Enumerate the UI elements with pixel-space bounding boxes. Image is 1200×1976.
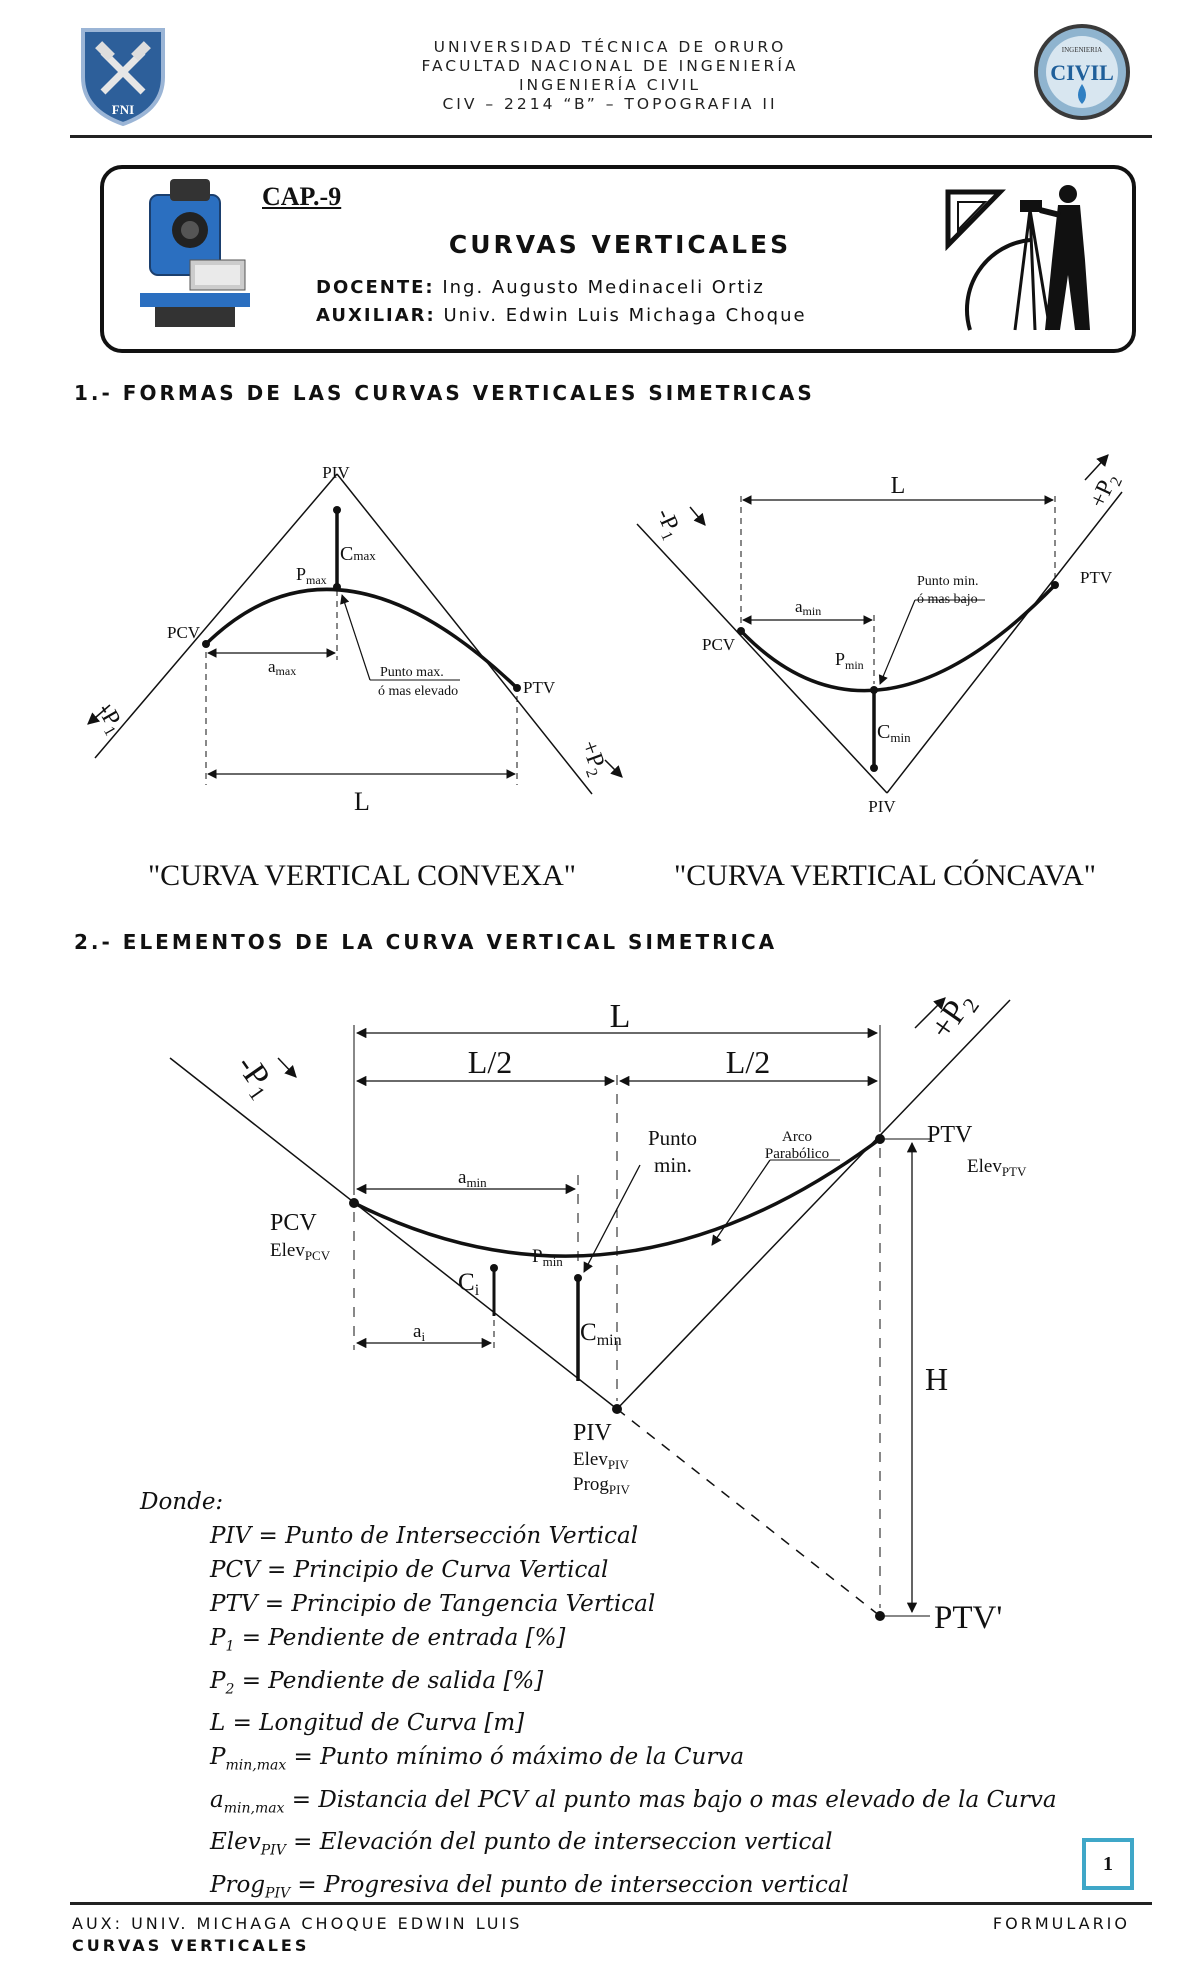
header-line: UNIVERSIDAD TÉCNICA DE ORURO — [433, 38, 787, 56]
label-punto-max: Punto max. — [380, 665, 444, 680]
definition-item: ProgPIV = Progresiva del punto de inters… — [210, 1871, 849, 1902]
label-p2: +P2 — [923, 985, 984, 1048]
footer-rule — [70, 1902, 1152, 1905]
definitions-list: Donde: PIV = Punto de Intersección Verti… — [140, 1485, 1057, 1911]
svg-text:FNI: FNI — [112, 102, 134, 117]
auxiliar-name: Univ. Edwin Luis Michaga Choque — [443, 305, 807, 326]
label-elev-ptv: ElevPTV — [967, 1156, 1027, 1179]
definition-item: PCV = Principio de Curva Vertical — [210, 1557, 609, 1583]
civil-logo: INGENIERIA CIVIL — [1028, 22, 1136, 122]
docente-line: DOCENTE: Ing. Augusto Medinaceli Ortiz — [316, 277, 765, 298]
definitions-intro: Donde: — [140, 1489, 224, 1515]
label-L: L — [610, 998, 631, 1035]
label-prog-piv: ProgPIV — [573, 1474, 630, 1497]
water-drop-icon — [1078, 84, 1086, 104]
total-station-icon — [130, 175, 260, 335]
header-line: CIV – 2214 “B” – TOPOGRAFIA II — [442, 95, 778, 113]
label-arco: Arco — [782, 1129, 812, 1145]
page-number: 1 — [1082, 1838, 1134, 1890]
definition-item: P2 = Pendiente de salida [%] — [210, 1667, 544, 1698]
label-pcv: PCV — [702, 635, 736, 654]
label-p1: -P1 — [226, 1048, 282, 1105]
label-ptv: PTV — [1080, 568, 1113, 587]
definition-item: Pmin,max = Punto mínimo ó máximo de la C… — [210, 1744, 745, 1774]
label-H: H — [925, 1361, 948, 1397]
auxiliar-line: AUXILIAR: Univ. Edwin Luis Michaga Choqu… — [316, 305, 807, 326]
chapter-label: CAP.-9 — [262, 182, 342, 211]
label-p1: -P1 — [89, 699, 129, 739]
header-rule — [70, 135, 1152, 138]
institution-header: UNIVERSIDAD TÉCNICA DE ORURO FACULTAD NA… — [330, 38, 890, 114]
definition-item: PTV = Principio de Tangencia Vertical — [210, 1591, 656, 1617]
label-pcv: PCV — [270, 1210, 317, 1236]
svg-text:INGENIERIA: INGENIERIA — [1062, 46, 1102, 54]
label-pmin: Pmin — [835, 649, 864, 672]
convex-curve-diagram: PIV Cmax Pmax PCV PTV amax Punto max. ó … — [87, 463, 623, 892]
docente-name: Ing. Augusto Medinaceli Ortiz — [442, 277, 765, 298]
label-p2: +P2 — [1085, 469, 1126, 513]
concave-arc — [739, 583, 1057, 693]
label-piv: PIV — [322, 463, 350, 482]
convex-caption: "CURVA VERTICAL CONVEXA" — [148, 859, 576, 892]
convex-arc — [204, 587, 519, 690]
concave-caption: "CURVA VERTICAL CÓNCAVA" — [674, 859, 1096, 892]
page-title: CURVAS VERTICALES — [448, 230, 792, 259]
definition-item: P1 = Pendiente de entrada [%] — [210, 1625, 566, 1655]
label-pmax: Pmax — [296, 564, 327, 587]
label-amax: amax — [268, 657, 296, 678]
definition-item: L = Longitud de Curva [m] — [210, 1710, 525, 1737]
label-ptv: PTV — [927, 1122, 973, 1148]
label-pcv: PCV — [167, 623, 201, 642]
label-p2: +P2 — [573, 737, 612, 780]
elements-diagram: L L/2 L/2 -P1 +P2 Punto min. Arco Parabó… — [169, 985, 1027, 1636]
label-mas-bajo: ó mas bajo — [917, 592, 978, 607]
label-cmin: Cmin — [580, 1319, 622, 1349]
label-ptv: PTV — [523, 678, 556, 697]
label-min: min. — [654, 1153, 692, 1177]
concave-curve-diagram: L -P1 +P2 amin Punto min. ó mas bajo PCV… — [636, 454, 1126, 892]
label-pmin: Pmin — [532, 1246, 563, 1269]
fni-logo: FNI — [78, 22, 168, 127]
label-L: L — [891, 473, 906, 499]
label-ci: Ci — [458, 1269, 480, 1299]
section-1-heading: 1.- FORMAS DE LAS CURVAS VERTICALES SIME… — [74, 381, 815, 405]
label-mas-elevado: ó mas elevado — [378, 684, 458, 699]
header-line: FACULTAD NACIONAL DE INGENIERÍA — [421, 57, 799, 75]
label-cmin: Cmin — [877, 721, 911, 745]
definition-item: ElevPIV = Elevación del punto de interse… — [210, 1829, 833, 1859]
definition-item: amin,max = Distancia del PCV al punto ma… — [210, 1786, 1057, 1817]
label-elev-piv: ElevPIV — [573, 1449, 629, 1472]
surveyor-icon — [940, 180, 1110, 335]
shield-icon: FNI — [81, 28, 165, 127]
label-L-half-right: L/2 — [726, 1044, 770, 1080]
label-punto: Punto — [648, 1126, 697, 1150]
label-L: L — [354, 787, 370, 816]
svg-text:CIVIL: CIVIL — [1050, 60, 1114, 85]
label-ptv-prime: PTV' — [934, 1600, 1002, 1636]
auxiliar-label: AUXILIAR: — [316, 305, 436, 326]
footer-topic: CURVAS VERTICALES — [72, 1936, 310, 1955]
definition-item: PIV = Punto de Intersección Vertical — [210, 1523, 639, 1549]
label-parabolico: Parabólico — [765, 1146, 829, 1162]
label-amin: amin — [795, 597, 821, 618]
label-p1: -P1 — [648, 505, 687, 544]
tangent-entry — [94, 473, 338, 759]
label-ai: ai — [413, 1321, 425, 1344]
header-line: INGENIERÍA CIVIL — [518, 76, 701, 94]
label-piv: PIV — [573, 1420, 612, 1446]
label-elev-pcv: ElevPCV — [270, 1240, 331, 1263]
docente-label: DOCENTE: — [316, 277, 435, 298]
label-amin: amin — [458, 1167, 487, 1190]
footer-doc-type: FORMULARIO — [992, 1914, 1130, 1933]
title-box — [100, 165, 1136, 353]
label-L-half-left: L/2 — [468, 1044, 512, 1080]
label-piv: PIV — [868, 797, 896, 816]
label-punto-min: Punto min. — [917, 574, 978, 589]
section-2-heading: 2.- ELEMENTOS DE LA CURVA VERTICAL SIMET… — [74, 930, 778, 954]
footer-author: AUX: UNIV. MICHAGA CHOQUE EDWIN LUIS — [72, 1914, 523, 1933]
tangent-exit — [336, 473, 593, 795]
label-cmax: Cmax — [340, 543, 376, 565]
